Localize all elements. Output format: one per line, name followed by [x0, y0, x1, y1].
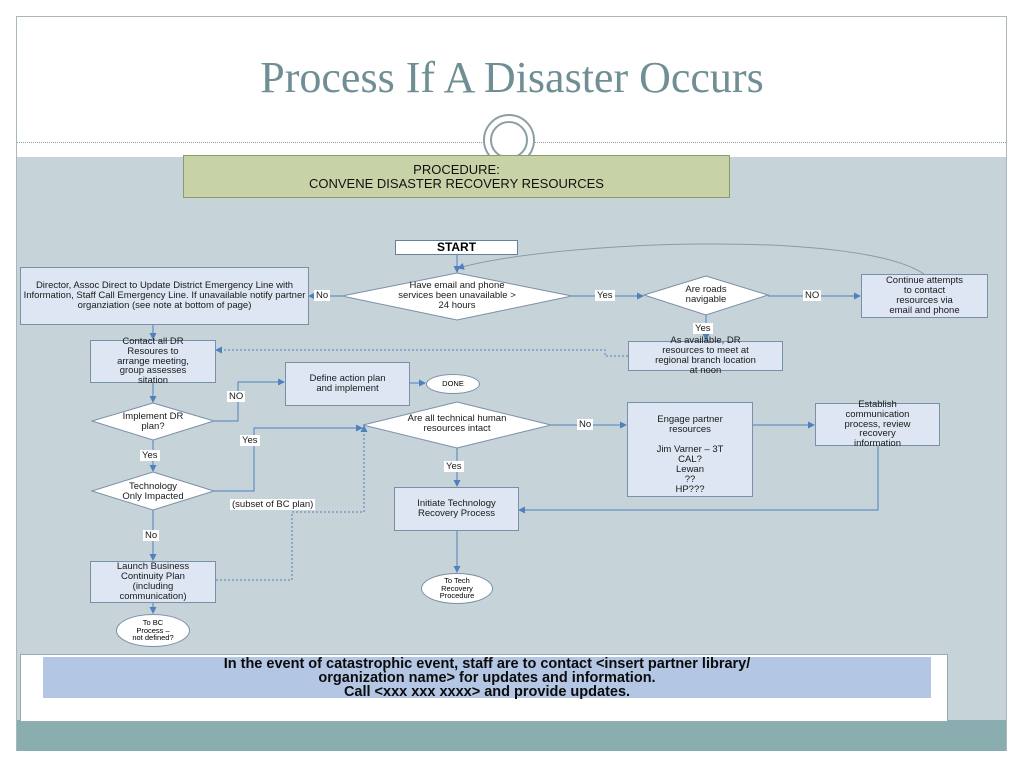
arrow-implement-no	[214, 378, 285, 422]
decision-roads-text: Are roads navigable	[685, 284, 727, 305]
arrow-continue-loop	[457, 243, 925, 275]
arrow-regional-to-contact	[215, 346, 628, 357]
decision-email-phone-text: Have email and phone services been unava…	[398, 280, 516, 311]
done-node: DONE	[426, 374, 480, 394]
divider-ring-inner-icon	[490, 121, 528, 159]
regional-meeting-box: As available, DR resources to meet at re…	[628, 336, 783, 375]
footer-band	[17, 720, 1006, 751]
edge-label-email-no: No	[314, 290, 331, 301]
decision-tech-only-text: Technology Only Impacted	[122, 481, 184, 502]
edge-label-implement-yes: Yes	[140, 450, 160, 461]
edge-label-email-yes: Yes	[595, 290, 615, 301]
edge-label-techonly-no: No	[143, 530, 160, 541]
to-tech-recovery-node: To Tech Recovery Procedure	[421, 573, 493, 604]
slide-title: Process If A Disaster Occurs	[260, 53, 764, 102]
edge-label-implement-no: NO	[227, 391, 246, 402]
procedure-header-text: PROCEDURE: CONVENE DISASTER RECOVERY RES…	[309, 162, 604, 191]
director-update-box: Director, Assoc Direct to Update Distric…	[20, 267, 309, 325]
to-bc-process-node: To BC Process – not defined?	[116, 614, 190, 647]
establish-communication-box: Establish communication process, review …	[815, 399, 940, 449]
arrow-launch-to-techhuman	[216, 425, 368, 581]
arrow-techonly-yes	[214, 424, 363, 492]
edge-label-roads-yes: Yes	[693, 323, 713, 334]
decision-tech-human-text: Are all technical human resources intact	[407, 413, 507, 434]
define-action-plan-box: Define action plan and implement	[285, 362, 410, 406]
subset-bc-plan-note: (subset of BC plan)	[230, 499, 316, 510]
edge-label-techonly-yes: Yes	[240, 435, 260, 446]
decision-implement-text: Implement DR plan?	[122, 411, 184, 432]
start-node: START	[395, 240, 518, 255]
contact-dr-resources-box: Contact all DR Resoures to arrange meeti…	[90, 336, 216, 386]
decision-email-phone-shape	[341, 272, 573, 321]
edge-label-techhuman-yes: Yes	[444, 461, 464, 472]
edge-label-techhuman-no: No	[577, 419, 594, 430]
engage-partner-box: Engage partner resources Jim Varner – 3T…	[627, 402, 753, 497]
procedure-header: PROCEDURE: CONVENE DISASTER RECOVERY RES…	[183, 155, 730, 198]
notice-text: In the event of catastrophic event, staf…	[43, 657, 931, 699]
edge-label-roads-no: NO	[803, 290, 822, 301]
continue-attempts-box: Continue attempts to contact resources v…	[861, 274, 988, 318]
arrow-establish-to-initiate	[518, 446, 879, 514]
initiate-tech-recovery-box: Initiate Technology Recovery Process	[394, 487, 519, 531]
launch-bc-plan-box: Launch Business Continuity Plan (includi…	[90, 561, 216, 603]
